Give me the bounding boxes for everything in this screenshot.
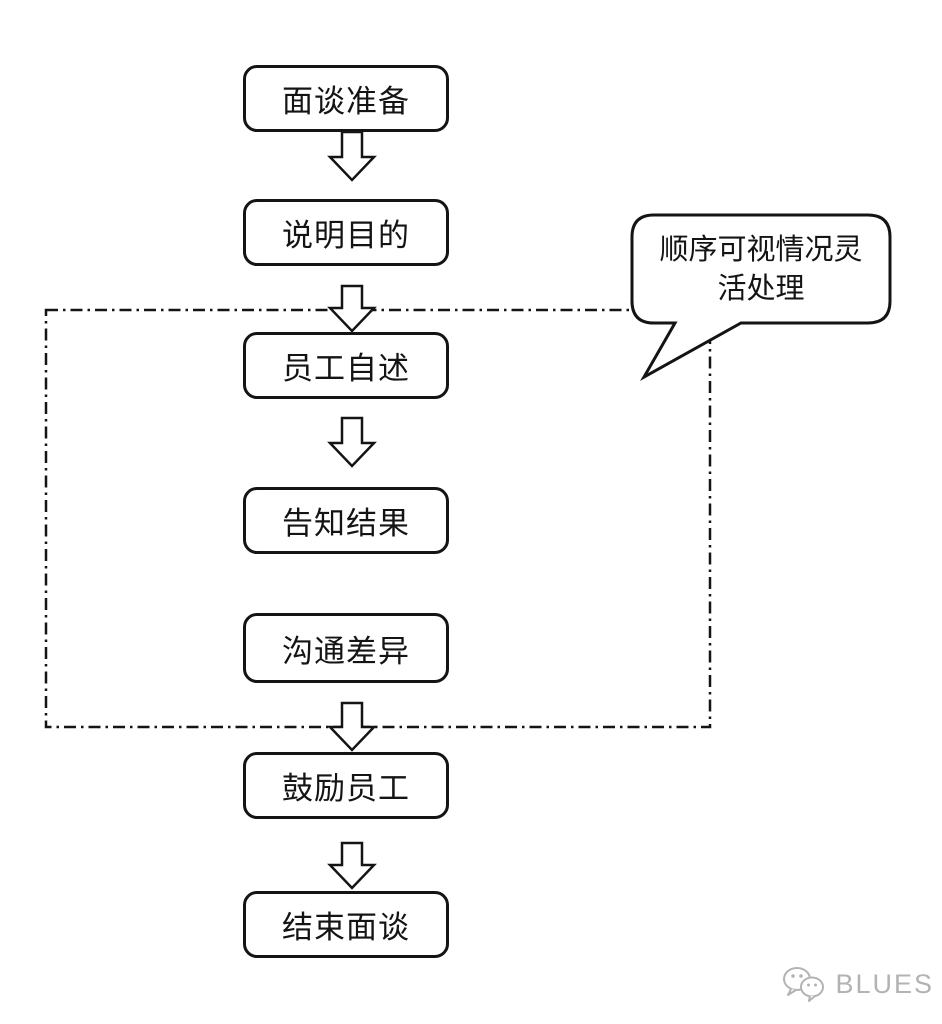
callout-note-line2: 活处理 [717,273,805,305]
callout-bubble [630,213,892,381]
flow-node-label: 面谈准备 [282,84,410,119]
watermark: BLUES [781,966,934,1002]
callout-note-line1: 顺序可视情况灵 [659,234,863,266]
watermark-label: BLUES [835,968,934,999]
wechat-icon [783,967,825,1002]
flow-node-purpose: 说明目的 [243,199,449,266]
dashed-group-boundary [44,308,712,729]
down-arrow-4 [327,701,377,752]
flow-node-results: 告知结果 [243,487,449,554]
flow-node-label: 结束面谈 [282,910,410,945]
flow-node-diffs: 沟通差异 [243,613,449,683]
flow-node-label: 说明目的 [282,218,410,253]
down-arrow-2 [327,284,377,333]
callout-note: 顺序可视情况灵 活处理 [634,231,888,309]
down-arrow-3 [327,416,377,468]
down-arrow-1 [327,130,377,182]
flow-node-finish: 结束面谈 [243,891,449,958]
flow-node-selfstate: 员工自述 [243,332,449,399]
flow-node-label: 告知结果 [282,506,410,541]
flow-node-label: 员工自述 [282,351,410,386]
flow-node-prepare: 面谈准备 [243,65,449,132]
flow-node-encourage: 鼓励员工 [243,752,449,819]
flow-node-label: 沟通差异 [282,633,410,669]
down-arrow-5 [327,841,377,890]
flow-node-label: 鼓励员工 [282,771,410,806]
